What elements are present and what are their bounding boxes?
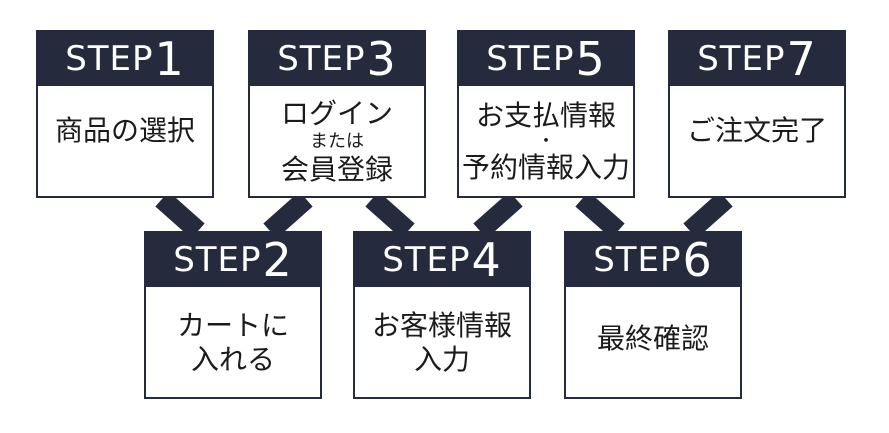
step-text-line: お客様情報 xyxy=(371,309,512,342)
step-label: STEP xyxy=(697,39,786,79)
step-description: 最終確認 xyxy=(566,287,740,399)
step-text-line-small: または xyxy=(310,131,364,152)
step-description: ログイン または 会員登録 xyxy=(250,86,424,198)
connector-step1-step2 xyxy=(155,191,205,239)
connector-step6-step7 xyxy=(683,191,733,239)
step-label: STEP xyxy=(382,240,471,280)
step-label: STEP xyxy=(593,240,682,280)
step-text-line: 入れる xyxy=(190,343,275,376)
step-description: 商品の選択 xyxy=(38,86,212,198)
step-text-line: お支払情報 xyxy=(475,99,616,132)
step-text-line: 入力 xyxy=(413,343,470,376)
step-text-separator: ・ xyxy=(537,131,555,152)
step-card-4: STEP 4 お客様情報 入力 xyxy=(353,231,531,399)
step-text-line: 商品の選択 xyxy=(54,114,195,147)
step-text-line: ご注文完了 xyxy=(686,114,827,147)
step-number: 4 xyxy=(471,233,502,287)
step-description: お支払情報 ・ 予約情報入力 xyxy=(459,86,633,198)
step-label: STEP xyxy=(486,39,575,79)
step-number: 6 xyxy=(682,233,713,287)
step-text-line: カートに xyxy=(176,309,289,342)
connector-step2-step3 xyxy=(263,191,313,239)
step-number: 7 xyxy=(786,32,817,86)
step-card-3: STEP 3 ログイン または 会員登録 xyxy=(248,30,426,198)
step-description: カートに 入れる xyxy=(146,287,320,399)
step-card-2: STEP 2 カートに 入れる xyxy=(144,231,322,399)
connector-step5-step6 xyxy=(575,191,625,239)
step-header: STEP 1 xyxy=(38,32,212,86)
step-description: お客様情報 入力 xyxy=(355,287,529,399)
step-number: 1 xyxy=(154,32,185,86)
step-text-line: 最終確認 xyxy=(596,322,709,355)
step-number: 3 xyxy=(366,32,397,86)
step-label: STEP xyxy=(173,240,262,280)
step-card-1: STEP 1 商品の選択 xyxy=(36,30,214,198)
step-number: 5 xyxy=(575,32,606,86)
step-text-line: ログイン xyxy=(280,97,393,130)
step-label: STEP xyxy=(277,39,366,79)
step-header: STEP 6 xyxy=(566,233,740,287)
step-header: STEP 4 xyxy=(355,233,529,287)
step-header: STEP 5 xyxy=(459,32,633,86)
connector-step3-step4 xyxy=(365,191,415,239)
step-header: STEP 2 xyxy=(146,233,320,287)
step-card-7: STEP 7 ご注文完了 xyxy=(668,30,846,198)
connector-step4-step5 xyxy=(473,191,523,239)
step-number: 2 xyxy=(262,233,293,287)
step-card-5: STEP 5 お支払情報 ・ 予約情報入力 xyxy=(457,30,635,198)
step-text-line: 予約情報入力 xyxy=(461,151,630,184)
step-label: STEP xyxy=(65,39,154,79)
step-header: STEP 7 xyxy=(670,32,844,86)
step-text-line: 会員登録 xyxy=(280,153,393,186)
step-description: ご注文完了 xyxy=(670,86,844,198)
step-header: STEP 3 xyxy=(250,32,424,86)
step-card-6: STEP 6 最終確認 xyxy=(564,231,742,399)
